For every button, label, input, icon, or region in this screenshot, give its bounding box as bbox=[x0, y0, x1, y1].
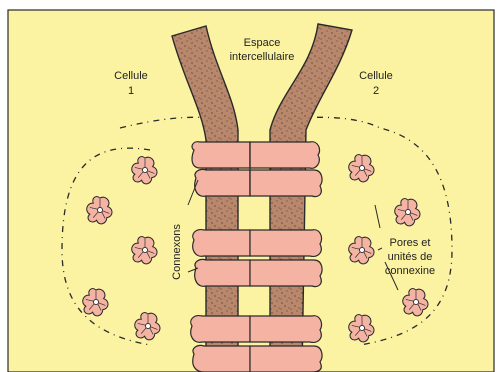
label-pores-line2: unités de bbox=[388, 251, 433, 263]
label-cell2-line1: Cellule bbox=[359, 70, 393, 82]
label-pores-line1: Pores et bbox=[390, 237, 431, 249]
label-space-line2: intercellulaire bbox=[230, 51, 295, 63]
label-cell1-line2: 1 bbox=[128, 85, 134, 97]
label-cell2-line2: 2 bbox=[373, 85, 379, 97]
label-connexons: Connexons bbox=[171, 224, 183, 280]
label-cell1-line1: Cellule bbox=[114, 70, 148, 82]
label-pores-line3: connexine bbox=[385, 265, 435, 277]
label-space-line1: Espace bbox=[244, 37, 281, 49]
